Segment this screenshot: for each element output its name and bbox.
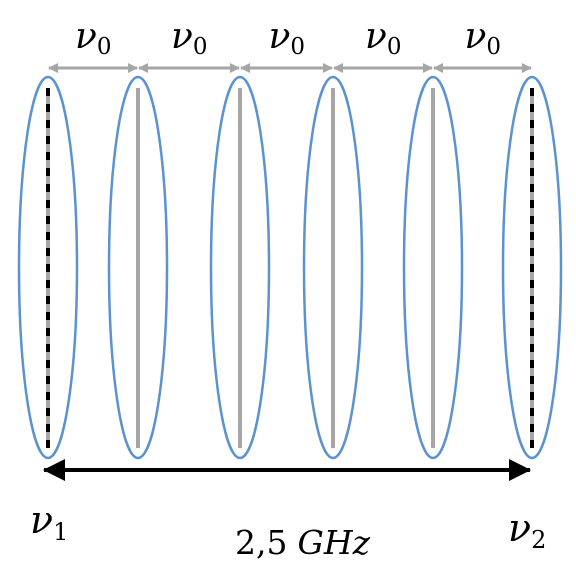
mode-ellipse bbox=[107, 75, 169, 460]
comb-mode-1 bbox=[17, 75, 79, 460]
comb-mode-3 bbox=[209, 75, 271, 460]
mode-ellipse bbox=[501, 75, 563, 460]
comb-mode-6 bbox=[501, 75, 563, 460]
mode-ellipse bbox=[402, 75, 464, 460]
comb-mode-4 bbox=[302, 75, 364, 460]
spacing-label-1: ν0 bbox=[75, 16, 112, 60]
comb-mode-5 bbox=[402, 75, 464, 460]
spacing-label-4: ν0 bbox=[365, 16, 402, 60]
left-frequency-label: ν1 bbox=[30, 498, 68, 546]
spacing-label-3: ν0 bbox=[269, 16, 306, 60]
comb-modes bbox=[17, 75, 563, 460]
spacing-label-5: ν0 bbox=[465, 16, 502, 60]
mode-ellipse bbox=[17, 75, 79, 460]
mode-ellipse bbox=[302, 75, 364, 460]
right-frequency-label: ν2 bbox=[508, 506, 546, 554]
mode-spacing-labels: ν0 ν0 ν0 ν0 ν0 bbox=[75, 16, 501, 60]
spacing-label-2: ν0 bbox=[171, 16, 208, 60]
comb-mode-2 bbox=[107, 75, 169, 460]
mode-ellipse bbox=[209, 75, 271, 460]
